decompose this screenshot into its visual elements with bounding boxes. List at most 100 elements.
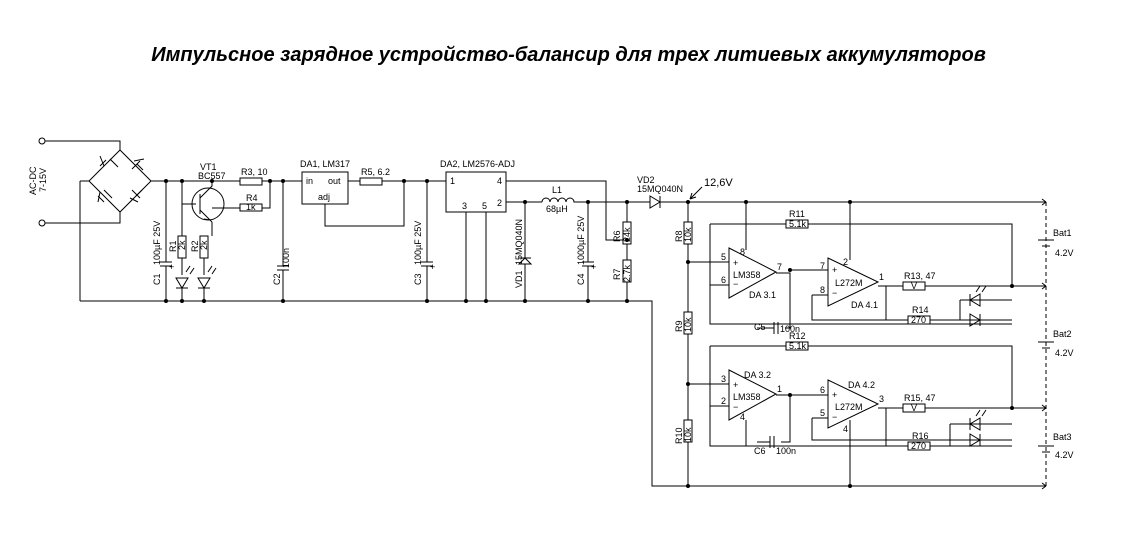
input-label: AC-DC (28, 166, 38, 195)
c5-value: 100n (780, 324, 800, 334)
da2-pin3: 3 (462, 201, 467, 211)
da2-pin2: 2 (497, 198, 502, 208)
balancer-stage-2: + − LM358 DA 3.2 3 2 4 1 C6 100n + − L27… (688, 345, 1046, 486)
resistor-r5: R5, 6.2 (359, 167, 446, 186)
da1-adj: adj (318, 192, 330, 202)
da31-plus: + (733, 258, 738, 268)
bat2-label: Bat2 (1053, 329, 1072, 339)
bat1-voltage: 4.2V (1055, 248, 1074, 258)
resistor-r6: R6 24k (612, 202, 632, 245)
bat3-label: Bat3 (1053, 432, 1072, 442)
da32-label: DA 3.2 (744, 370, 771, 380)
da42-pin5: 5 (820, 408, 825, 418)
c1-label: C1 (152, 273, 162, 285)
da41-type: L272M (835, 278, 863, 288)
regulator-da2: DA2, LM2576-ADJ 1 4 2 3 5 (440, 159, 627, 301)
da32-plus: + (733, 380, 738, 390)
r10-value: 10k (683, 427, 693, 442)
da1-label: DA1, LM317 (300, 159, 350, 169)
r11-value: 5.1k (789, 219, 807, 229)
transistor-vt1: VT1 BC557 (182, 162, 226, 236)
balancer-stage-1: + − LM358 DA 3.1 5 6 8 7 C5 100n + − L27… (688, 202, 1046, 334)
da2-label: DA2, LM2576-ADJ (440, 159, 515, 169)
led-2 (197, 265, 217, 301)
regulator-da1: DA1, LM317 in out adj (300, 159, 405, 227)
battery-stack: Bat1 4.2V Bat2 4.2V Bat3 4.2V (1038, 198, 1074, 490)
da41-minus: − (832, 288, 837, 298)
r12-value: 5.1k (789, 341, 807, 351)
resistor-r9: R9 10k (674, 311, 693, 420)
da41-pin2: 2 (843, 257, 848, 267)
resistor-r11: R11 5.1k (785, 209, 809, 229)
resistor-r7: R7 2.7k (612, 244, 632, 301)
r6-label: R6 (612, 230, 622, 242)
r16-label: R16 (912, 431, 929, 441)
inductor-l1: L1 68µH (541, 185, 640, 214)
resistor-r1: R1 2k (168, 181, 187, 275)
capacitor-c3: C3 100µF 25V + (413, 181, 435, 301)
r13-label: R13, 47 (904, 271, 936, 281)
da32-pin4: 4 (740, 412, 745, 422)
da42-pin6: 6 (820, 385, 825, 395)
da41-pin1: 1 (879, 272, 884, 282)
vt1-label: VT1 (200, 162, 217, 172)
c3-plus: + (430, 262, 435, 272)
vd2-type: 15MQ040N (637, 184, 683, 194)
capacitor-c2: C2 100n (272, 181, 291, 301)
r1-label: R1 (168, 240, 178, 252)
da41-pin8: 8 (820, 285, 825, 295)
vd1-type: 15MQ040N (514, 219, 524, 265)
da2-pin4: 4 (497, 176, 502, 186)
r9-value: 10k (683, 317, 693, 332)
da31-type: LM358 (733, 270, 761, 280)
capacitor-c4: C4 1000µF 25V + (576, 202, 596, 301)
c4-value: 1000µF 25V (576, 216, 586, 265)
r11-label: R11 (789, 209, 805, 219)
c6-value: 100n (776, 446, 796, 456)
r7-value: 2.7k (622, 264, 632, 282)
c6-label: C6 (754, 446, 766, 456)
c1-plus: + (169, 262, 174, 272)
input-terminals: AC-DC 7-15V (28, 137, 121, 227)
r7-label: R7 (612, 268, 622, 280)
r5-label: R5, 6.2 (361, 167, 390, 177)
r12-label: R12 (789, 331, 806, 341)
capacitor-c1: C1 100µF 25V + (152, 181, 174, 301)
r9-label: R9 (674, 320, 684, 332)
diode-vd1: VD1 15MQ040N (514, 202, 533, 301)
da1-in: in (306, 176, 313, 186)
da2-pin5: 5 (482, 201, 487, 211)
da41-label: DA 4.1 (851, 300, 878, 310)
diode-bridge (79, 149, 160, 301)
schematic-title: Импульсное зарядное устройство-балансир … (151, 44, 986, 66)
resistor-r2: R2 2k (190, 235, 209, 275)
led-1 (175, 265, 195, 301)
r2-value: 2k (199, 240, 209, 250)
r8-value: 10k (683, 227, 693, 242)
c4-label: C4 (576, 273, 586, 285)
resistor-r12: R12 5.1k (785, 331, 809, 351)
c3-value: 100µF 25V (413, 221, 423, 265)
r10-label: R10 (674, 427, 684, 444)
r15-label: R15, 47 (904, 393, 936, 403)
da31-pin7: 7 (777, 262, 782, 272)
battery-bat1: Bat1 4.2V (1038, 228, 1074, 258)
r2-label: R2 (190, 240, 200, 252)
r4-value: 1k (246, 202, 256, 212)
da2-pin1: 1 (450, 176, 455, 186)
resistor-r10: R10 10k (674, 419, 693, 486)
c2-value: 100n (281, 248, 291, 268)
r16-value: 270 (911, 441, 926, 451)
da42-plus: + (832, 390, 837, 400)
da31-pin5: 5 (721, 252, 726, 262)
l1-label: L1 (552, 185, 562, 195)
c5-label: C5 (754, 322, 766, 332)
output-voltage-label: 12,6V (704, 177, 733, 189)
da32-pin1: 1 (777, 384, 782, 394)
da42-pin4: 4 (843, 424, 848, 434)
da32-type: LM358 (733, 392, 761, 402)
da31-pin6: 6 (721, 275, 726, 285)
input-voltage-label: 7-15V (38, 168, 48, 192)
vd1-label: VD1 (514, 270, 524, 288)
